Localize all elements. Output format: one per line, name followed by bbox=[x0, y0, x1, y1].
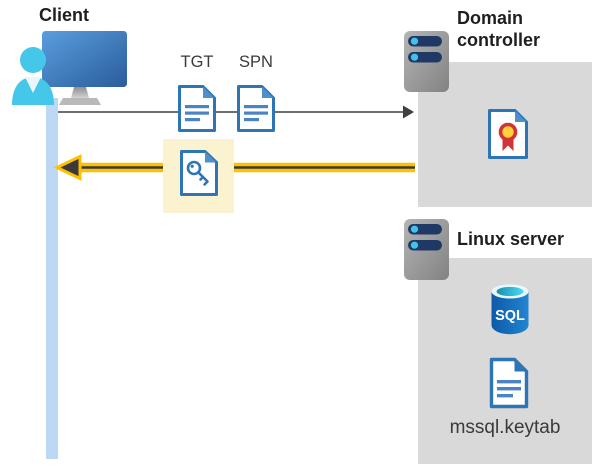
right-arrowhead-icon bbox=[403, 105, 414, 119]
tgt-document-icon bbox=[178, 85, 216, 132]
linux-server-label: Linux server bbox=[457, 229, 565, 249]
key-glyph bbox=[186, 160, 209, 186]
keytab-file-label: mssql.keytab bbox=[449, 417, 561, 438]
certificate-icon bbox=[488, 109, 528, 159]
client-workstation-icon bbox=[12, 31, 127, 105]
keytab-document-icon bbox=[489, 357, 529, 409]
sql-database-icon: SQL bbox=[491, 284, 529, 335]
spn-ticket-label: SPN bbox=[239, 53, 273, 71]
response-arrow bbox=[53, 154, 415, 181]
request-arrow bbox=[58, 105, 414, 119]
monitor-icon bbox=[42, 31, 127, 105]
left-arrowhead-icon bbox=[53, 154, 82, 181]
client-lifeline bbox=[46, 98, 58, 459]
domain-controller-server-icon bbox=[404, 31, 449, 92]
key-document-icon bbox=[180, 150, 218, 196]
tgt-ticket-label: TGT bbox=[180, 53, 214, 71]
user-icon bbox=[12, 47, 54, 105]
domain-controller-label: Domain controller bbox=[457, 8, 541, 50]
linux-server-icon bbox=[404, 219, 449, 280]
spn-document-icon bbox=[237, 85, 275, 132]
sql-icon-label: SQL bbox=[495, 308, 525, 324]
client-label: Client bbox=[38, 5, 89, 25]
